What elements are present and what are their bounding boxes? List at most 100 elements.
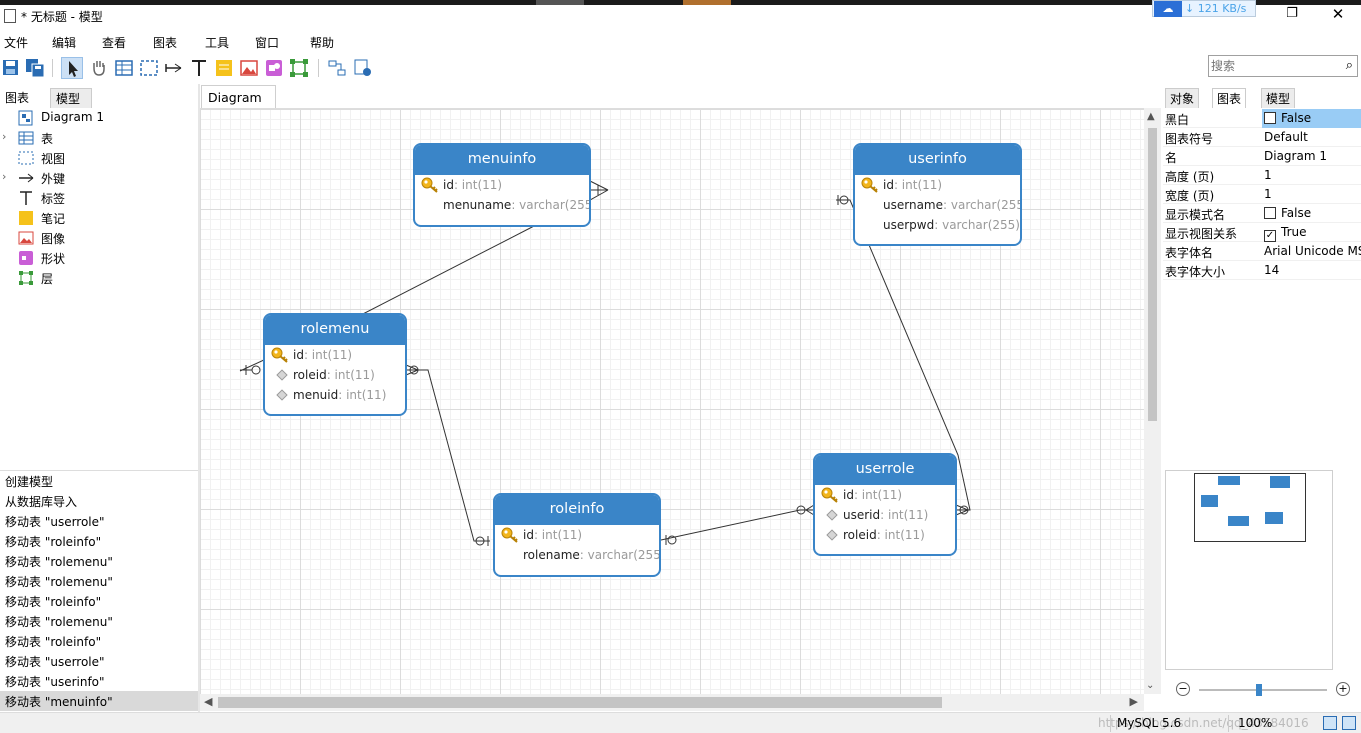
zoom-slider[interactable] <box>1199 689 1327 691</box>
property-row[interactable]: 显示视图关系 ✓True <box>1163 223 1361 242</box>
tab-object[interactable]: 对象 <box>1165 88 1200 108</box>
menu-help[interactable]: 帮助 <box>310 36 335 50</box>
scroll-left-icon[interactable]: ◀ <box>204 695 213 708</box>
field-row[interactable]: roleid: int(11) <box>815 525 955 545</box>
field-row[interactable]: menuid: int(11) <box>265 385 405 405</box>
property-value[interactable]: Default <box>1264 130 1308 144</box>
tree-item-foreign-keys[interactable]: › 外键 <box>0 168 198 188</box>
tab-diagram-props[interactable]: 图表 <box>1212 88 1247 108</box>
field-row[interactable]: menuname: varchar(255) <box>415 195 589 215</box>
field-row[interactable]: id: int(11) <box>495 525 659 545</box>
foreign-key-tool-icon[interactable] <box>163 57 185 79</box>
horizontal-scrollbar[interactable]: ◀ ▶ <box>200 694 1144 711</box>
shape-tool-icon[interactable] <box>263 57 285 79</box>
search-input[interactable] <box>1211 58 1331 74</box>
property-row[interactable]: 表字体名 Arial Unicode MS <box>1163 242 1361 261</box>
scroll-right-icon[interactable]: ▶ <box>1129 695 1138 708</box>
table-menuinfo[interactable]: menuinfo id: int(11) menuname: varchar(2… <box>413 143 591 227</box>
scroll-up-icon[interactable]: ▲ <box>1147 111 1155 122</box>
field-row[interactable]: userid: int(11) <box>815 505 955 525</box>
property-value[interactable]: False <box>1262 109 1361 128</box>
field-row[interactable]: roleid: int(11) <box>265 365 405 385</box>
layer-tool-icon[interactable] <box>288 57 310 79</box>
viewport-frame[interactable] <box>1194 473 1306 542</box>
zoom-out-icon[interactable]: − <box>1176 682 1190 696</box>
tree-item-labels[interactable]: 标签 <box>0 188 198 208</box>
tree-item-views[interactable]: 视图 <box>0 148 198 168</box>
new-table-icon[interactable] <box>113 57 135 79</box>
hand-tool-icon[interactable] <box>88 57 110 79</box>
history-item[interactable]: 移动表 "userinfo" <box>5 675 105 689</box>
property-value[interactable]: 1 <box>1264 187 1272 201</box>
property-row[interactable]: 图表符号 Default <box>1163 128 1361 147</box>
note-tool-icon[interactable] <box>213 57 235 79</box>
pointer-tool-icon[interactable] <box>61 57 83 79</box>
layout-toggle-icon[interactable] <box>1323 716 1337 730</box>
image-tool-icon[interactable] <box>238 57 260 79</box>
property-row[interactable]: 表字体大小 14 <box>1163 261 1361 280</box>
model-settings-icon[interactable] <box>352 57 374 79</box>
chevron-down-icon[interactable]: ⌄ <box>1146 680 1155 691</box>
table-roleinfo[interactable]: roleinfo id: int(11) rolename: varchar(2… <box>493 493 661 577</box>
new-view-icon[interactable] <box>138 57 160 79</box>
property-row[interactable]: 高度 (页) 1 <box>1163 166 1361 185</box>
search-field[interactable]: ⌕ <box>1208 55 1358 77</box>
history-item[interactable]: 移动表 "roleinfo" <box>5 635 102 649</box>
tree-item-images[interactable]: 图像 <box>0 228 198 248</box>
tree-item-layers[interactable]: 层 <box>0 268 198 288</box>
scrollbar-thumb[interactable] <box>218 697 942 708</box>
expand-arrow-icon[interactable]: › <box>2 170 7 183</box>
property-value[interactable]: 14 <box>1264 263 1280 277</box>
history-item[interactable]: 移动表 "userrole" <box>5 515 105 529</box>
restore-button[interactable]: ❐ <box>1286 6 1298 21</box>
checkbox-unchecked-icon[interactable] <box>1264 207 1276 219</box>
property-value[interactable]: Diagram 1 <box>1264 149 1327 163</box>
menu-window[interactable]: 窗口 <box>255 36 280 50</box>
table-rolemenu[interactable]: rolemenu id: int(11) roleid: int(11) men… <box>263 313 407 416</box>
property-row[interactable]: 显示模式名 False <box>1163 204 1361 223</box>
diagram-canvas[interactable]: menuinfo id: int(11) menuname: varchar(2… <box>200 108 1144 694</box>
scrollbar-thumb[interactable] <box>1148 128 1157 421</box>
field-row[interactable]: rolename: varchar(255) <box>495 545 659 565</box>
property-row[interactable]: 宽度 (页) 1 <box>1163 185 1361 204</box>
tree-item-notes[interactable]: 笔记 <box>0 208 198 228</box>
table-userinfo[interactable]: userinfo id: int(11) username: varchar(2… <box>853 143 1022 246</box>
auto-layout-icon[interactable] <box>326 57 348 79</box>
save-as-icon[interactable] <box>24 57 46 79</box>
network-speed-widget[interactable]: ☁ ↓ 121 KB/s <box>1152 0 1256 17</box>
menu-edit[interactable]: 编辑 <box>52 36 77 50</box>
history-item[interactable]: 移动表 "rolemenu" <box>5 575 113 589</box>
menu-tools[interactable]: 工具 <box>205 36 230 50</box>
menu-view[interactable]: 查看 <box>102 36 127 50</box>
field-row[interactable]: id: int(11) <box>265 345 405 365</box>
menu-file[interactable]: 文件 <box>4 36 29 50</box>
tab-model-props[interactable]: 模型 <box>1261 88 1296 108</box>
checkbox-unchecked-icon[interactable] <box>1264 112 1276 124</box>
history-item[interactable]: 移动表 "rolemenu" <box>5 555 113 569</box>
property-value[interactable]: ✓True <box>1264 225 1307 242</box>
property-row[interactable]: 名 Diagram 1 <box>1163 147 1361 166</box>
label-tool-icon[interactable] <box>188 57 210 79</box>
property-row[interactable]: 黑白 False <box>1163 109 1361 128</box>
tree-item-tables[interactable]: › 表 <box>0 128 198 148</box>
history-item[interactable]: 创建模型 <box>5 475 54 489</box>
tab-model[interactable]: 模型 <box>50 88 92 108</box>
tab-diagram[interactable]: 图表 <box>0 88 35 108</box>
field-row[interactable]: userpwd: varchar(255) <box>855 215 1020 235</box>
field-row[interactable]: id: int(11) <box>855 175 1020 195</box>
history-item-selected[interactable]: 移动表 "menuinfo" <box>0 691 198 711</box>
history-item[interactable]: 移动表 "userrole" <box>5 655 105 669</box>
search-icon[interactable]: ⌕ <box>1345 58 1353 73</box>
property-value[interactable]: Arial Unicode MS <box>1264 244 1361 258</box>
field-row[interactable]: id: int(11) <box>815 485 955 505</box>
menu-diagram[interactable]: 图表 <box>153 36 178 50</box>
property-value[interactable]: False <box>1264 206 1311 220</box>
zoom-slider-handle[interactable] <box>1256 684 1262 696</box>
tab-diagram-1[interactable]: Diagram 1 <box>201 85 276 120</box>
history-item[interactable]: 移动表 "roleinfo" <box>5 535 102 549</box>
panel-toggle-icon[interactable] <box>1342 716 1356 730</box>
history-item[interactable]: 移动表 "roleinfo" <box>5 595 102 609</box>
tree-item-shapes[interactable]: 形状 <box>0 248 198 268</box>
property-value[interactable]: 1 <box>1264 168 1272 182</box>
field-row[interactable]: username: varchar(255) <box>855 195 1020 215</box>
